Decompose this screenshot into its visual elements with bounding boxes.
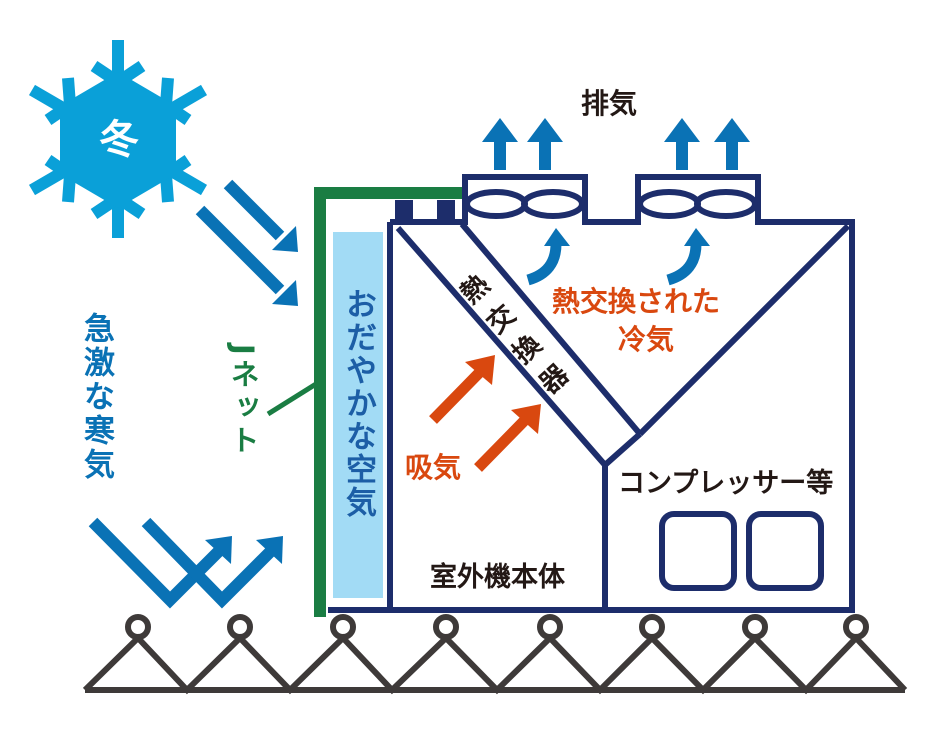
exhaust-label: 排気 — [581, 87, 638, 120]
exchanged-air-label-line1: 熱交換された — [552, 285, 721, 318]
unit-body-label: 室外機本体 — [430, 562, 565, 593]
curved-up-arrows — [526, 228, 710, 286]
outdoor-unit — [328, 174, 855, 613]
snowflake-hexagon — [60, 72, 176, 208]
calm-air-zone — [333, 232, 383, 598]
cold-wind-arrows — [195, 179, 298, 306]
bracket — [395, 200, 413, 222]
arrowhead — [256, 536, 283, 564]
exhaust-arrows — [482, 118, 750, 170]
intake-label: 吸気 — [405, 451, 462, 484]
arrowhead — [272, 226, 298, 252]
arrowhead — [205, 536, 232, 564]
jnet-fence — [314, 187, 462, 617]
jnet-label: Jネット — [226, 344, 260, 458]
compressor-box — [746, 511, 824, 591]
exchanged-air-label-line2: 冷気 — [618, 323, 675, 356]
compressor-label: コンプレッサー等 — [618, 468, 834, 499]
jnet-leader-line — [266, 381, 318, 417]
deflected-wind-arrows — [88, 517, 279, 609]
ground-truss — [82, 614, 908, 695]
intake-arrows — [429, 355, 541, 472]
winter-label: 冬 — [99, 117, 139, 163]
bracket — [437, 200, 455, 222]
sudden-cold-label: 急激な寒気 — [78, 312, 114, 482]
compressor-box — [659, 511, 737, 591]
arrowhead — [272, 280, 298, 306]
calm-air-label: おだやかな空気 — [340, 288, 376, 519]
